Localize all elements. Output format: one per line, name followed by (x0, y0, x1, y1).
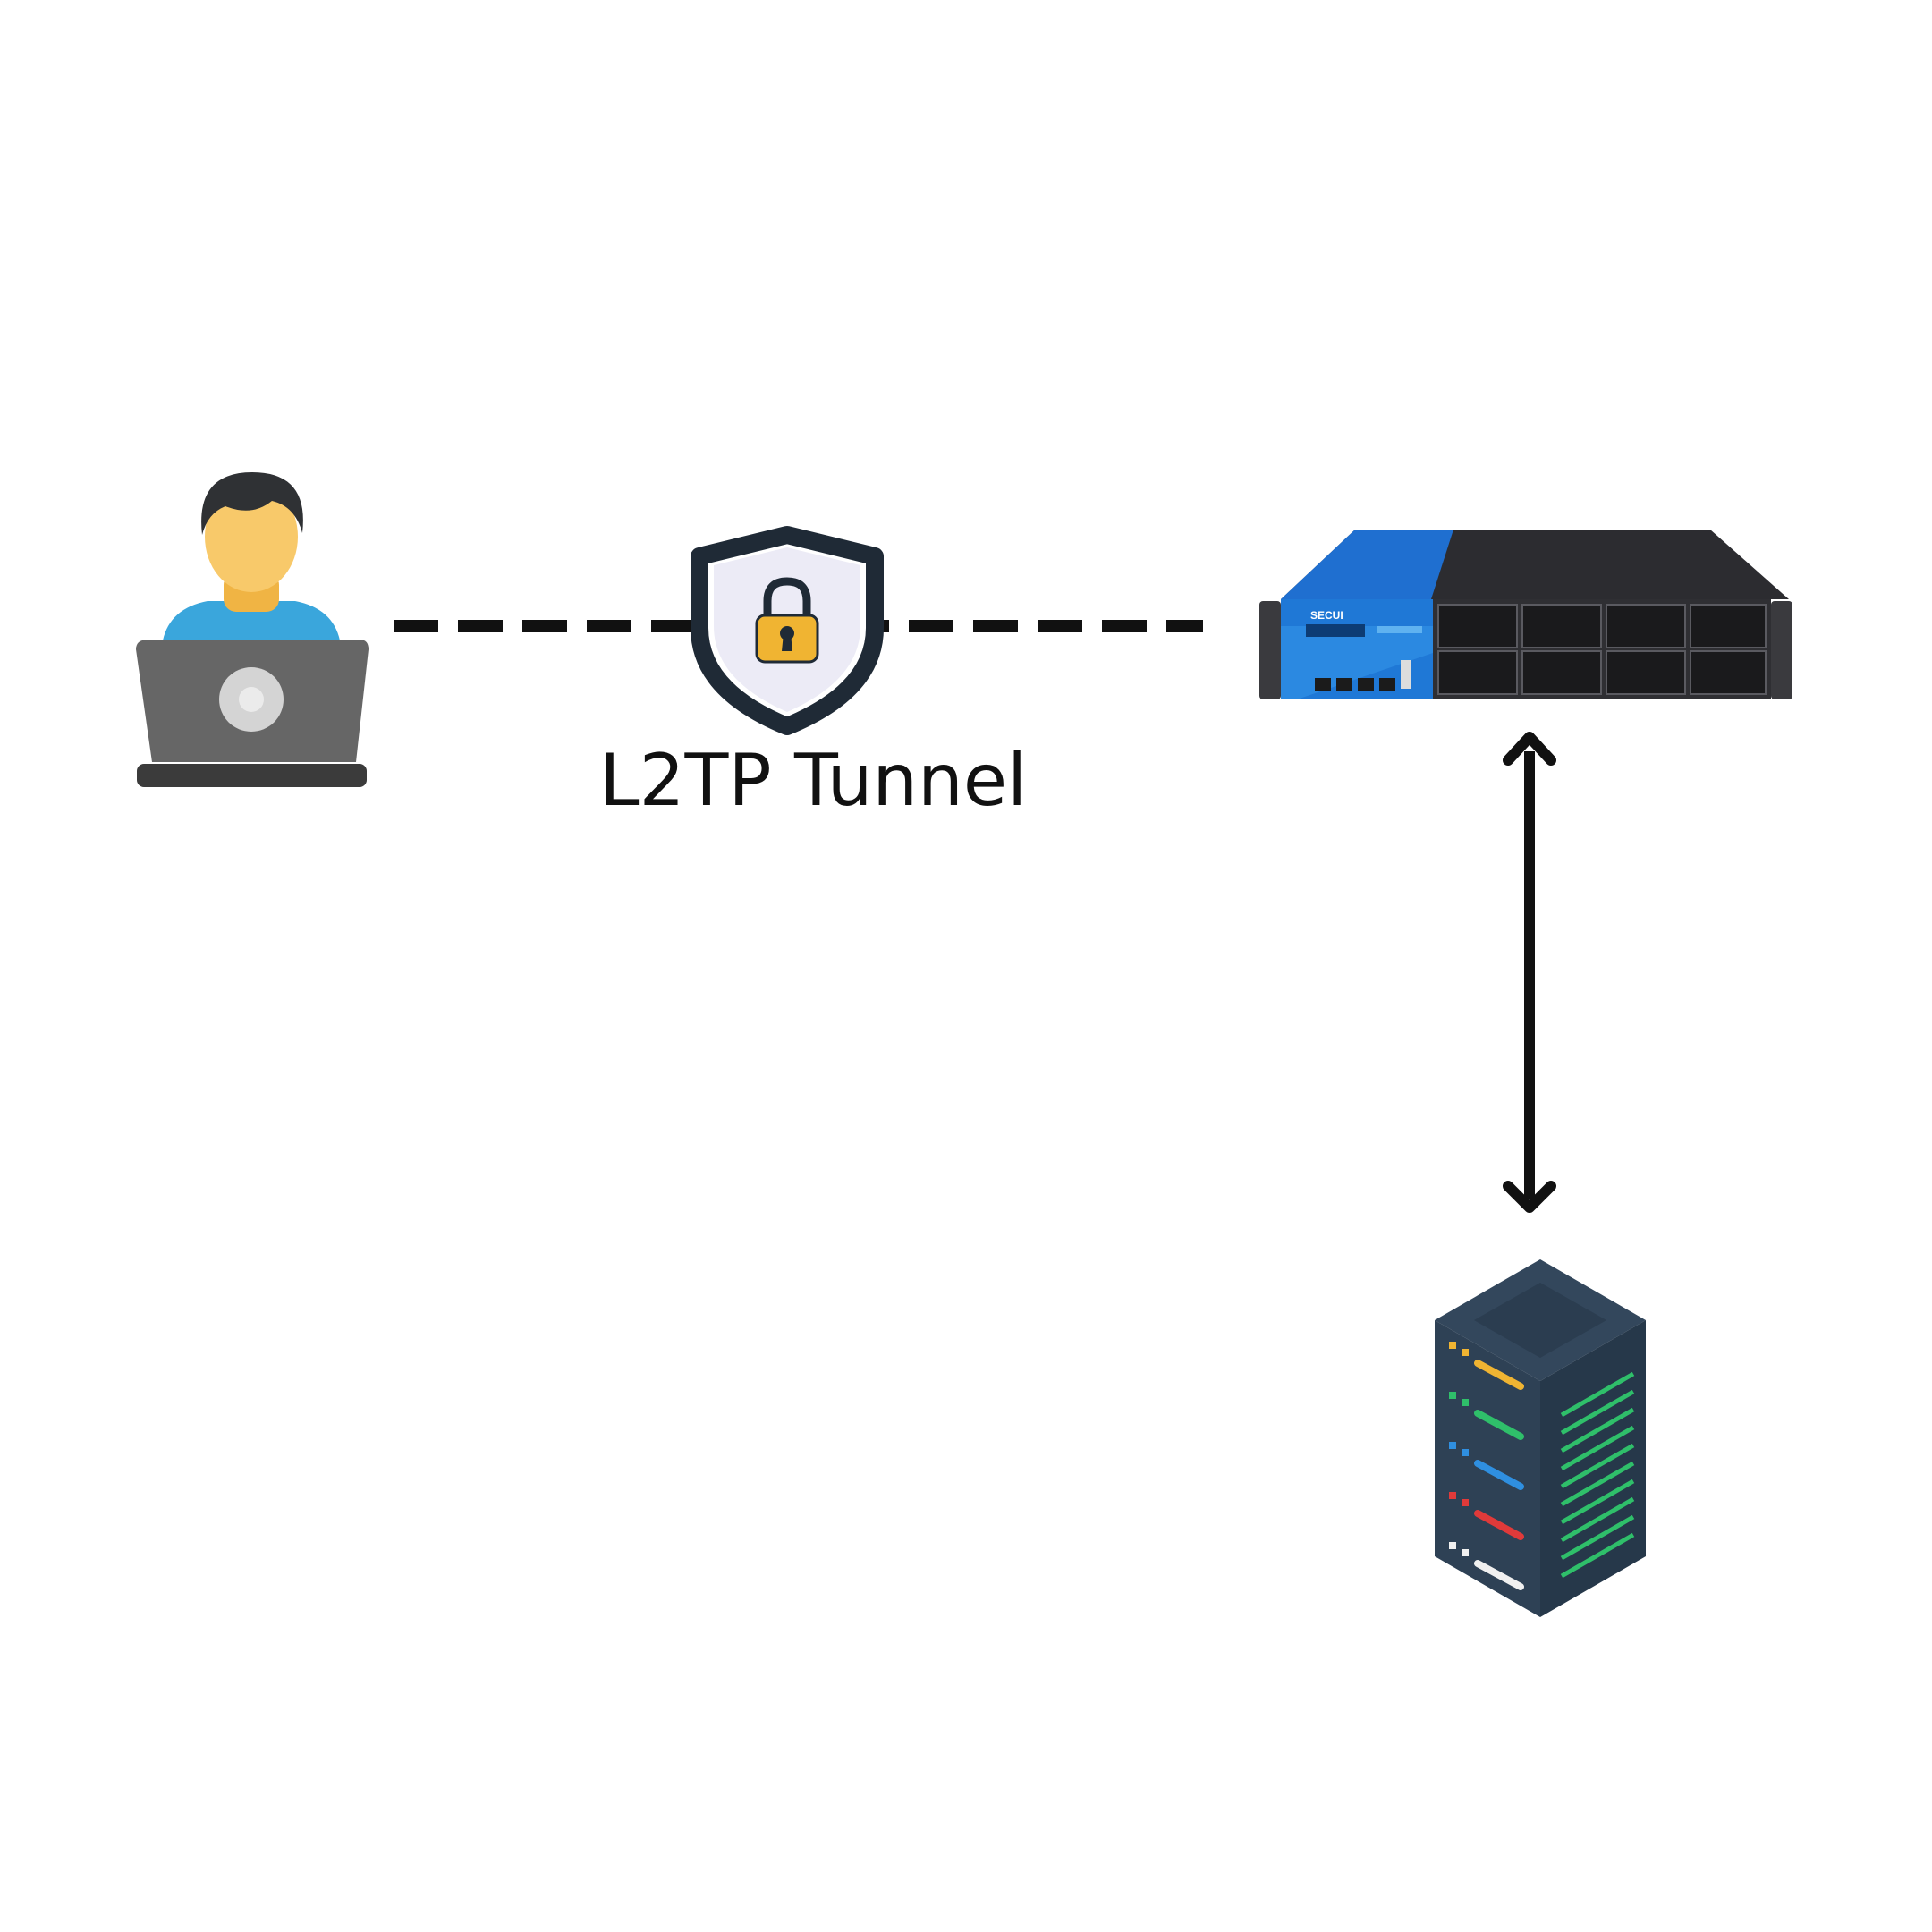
shield-lock-icon (691, 526, 884, 735)
bidirectional-arrow (1503, 732, 1556, 1213)
tunnel-label: L2TP Tunnel (599, 739, 1027, 822)
server-rack-icon (1435, 1259, 1646, 1617)
firewall-appliance-icon: SECUI (1259, 530, 1792, 699)
firewall-brand-label: SECUI (1310, 609, 1343, 622)
user-laptop-icon (136, 472, 369, 787)
